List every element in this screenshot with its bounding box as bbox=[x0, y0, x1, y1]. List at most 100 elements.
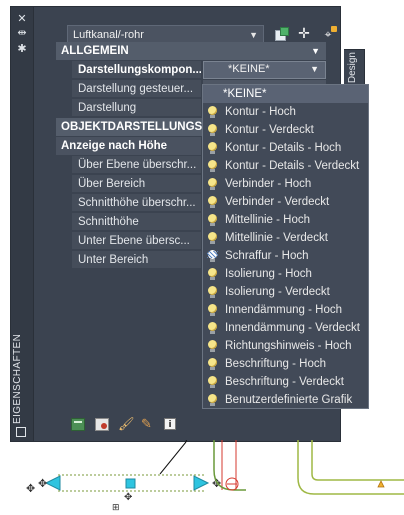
option-label: Richtungshinweis - Hoch bbox=[225, 340, 352, 352]
chevron-down-icon: ▼ bbox=[310, 64, 319, 74]
autohide-icon[interactable]: ⇹ bbox=[17, 26, 27, 39]
property-name: Unter Bereich bbox=[72, 251, 201, 269]
warning-icon[interactable] bbox=[377, 480, 385, 488]
lightbulb-icon bbox=[208, 160, 217, 172]
dropdown-option[interactable]: Beschriftung - Hoch bbox=[203, 355, 368, 373]
dropdown-option[interactable]: Schraffur - Hoch bbox=[203, 247, 368, 265]
dropdown-option[interactable]: Verbinder - Verdeckt bbox=[203, 193, 368, 211]
lightbulb-icon bbox=[208, 286, 217, 298]
lightbulb-icon bbox=[208, 214, 217, 226]
duct-bend[interactable] bbox=[297, 440, 404, 495]
add-to-selection-button[interactable] bbox=[273, 26, 289, 42]
hatch-icon bbox=[207, 250, 218, 262]
lightbulb-icon bbox=[208, 196, 217, 208]
lightbulb-icon bbox=[208, 394, 217, 406]
dropdown-option[interactable]: Kontur - Verdeckt bbox=[203, 121, 368, 139]
lightbulb-icon bbox=[208, 340, 217, 352]
property-name: Über Ebene überschr... bbox=[72, 156, 201, 174]
option-label: Mittellinie - Hoch bbox=[225, 214, 310, 226]
lightbulb-icon bbox=[208, 232, 217, 244]
lightbulb-icon bbox=[208, 178, 217, 190]
property-name: Darstellung gesteuer... bbox=[72, 80, 201, 98]
display-component-select[interactable]: *KEINE* ▼ bbox=[203, 61, 326, 79]
close-icon[interactable]: ✕ bbox=[17, 12, 27, 25]
dropdown-option[interactable]: Mittellinie - Verdeckt bbox=[203, 229, 368, 247]
display-properties-icon[interactable] bbox=[95, 418, 109, 431]
grip-add-icon: ✥ bbox=[26, 482, 35, 495]
lightbulb-icon bbox=[208, 106, 217, 118]
lightbulb-icon bbox=[208, 376, 217, 388]
property-name: Darstellungskompon... bbox=[72, 61, 201, 79]
option-label: Kontur - Verdeckt bbox=[225, 124, 314, 136]
option-label: *KEINE* bbox=[223, 88, 267, 100]
option-label: Isolierung - Verdeckt bbox=[225, 286, 330, 298]
display-component-value: *KEINE* bbox=[228, 63, 270, 75]
lightbulb-icon bbox=[208, 322, 217, 334]
option-label: Benutzerdefinierte Grafik bbox=[225, 394, 353, 406]
option-label: Verbinder - Hoch bbox=[225, 178, 312, 190]
grip-add-icon: ✥ bbox=[212, 477, 221, 490]
dropdown-option[interactable]: Benutzerdefinierte Grafik bbox=[203, 391, 368, 409]
dropdown-option[interactable]: Verbinder - Hoch bbox=[203, 175, 368, 193]
palette-title: EIGENSCHAFTEN bbox=[12, 333, 23, 425]
palette-menu-icon[interactable] bbox=[16, 427, 26, 437]
quick-select-icon: ⌖ bbox=[324, 27, 332, 41]
option-label: Mittellinie - Verdeckt bbox=[225, 232, 328, 244]
subcategory-display-by-height[interactable]: Anzeige nach Höhe bbox=[56, 137, 201, 156]
brush-pick-icon[interactable]: ✎ bbox=[141, 417, 152, 432]
option-label: Verbinder - Verdeckt bbox=[225, 196, 330, 208]
lightbulb-icon bbox=[208, 268, 217, 280]
grip-add-icon: ✥ bbox=[124, 492, 132, 503]
dropdown-option[interactable]: Kontur - Hoch bbox=[203, 103, 368, 121]
dropdown-option[interactable]: Richtungshinweis - Hoch bbox=[203, 337, 368, 355]
drawing-canvas[interactable]: ✥ ✥ ✥ ✥ ⊞ bbox=[0, 440, 404, 515]
option-label: Schraffur - Hoch bbox=[225, 250, 309, 262]
lightbulb-icon bbox=[208, 304, 217, 316]
category-general[interactable]: ALLGEMEIN ▼ bbox=[56, 42, 326, 61]
quick-select-button[interactable]: ⌖ bbox=[320, 26, 337, 42]
property-name: Unter Ebene übersc... bbox=[72, 232, 201, 250]
property-name: Schnitthöhe bbox=[72, 213, 201, 231]
extended-data-icon[interactable] bbox=[71, 418, 85, 431]
grip-add-icon: ⊞ bbox=[112, 503, 120, 513]
dropdown-option[interactable]: Kontur - Details - Verdeckt bbox=[203, 157, 368, 175]
dropdown-option[interactable]: Isolierung - Verdeckt bbox=[203, 283, 368, 301]
grip-add-icon: ✥ bbox=[38, 477, 47, 490]
collapse-icon[interactable]: ▼ bbox=[311, 46, 320, 56]
plus-icon bbox=[280, 27, 289, 36]
dropdown-option[interactable]: Innendämmung - Verdeckt bbox=[203, 319, 368, 337]
option-label: Kontur - Details - Verdeckt bbox=[225, 160, 360, 172]
dropdown-option[interactable]: Innendämmung - Hoch bbox=[203, 301, 368, 319]
category-object-display-label: OBJEKTDARSTELLUNGSE bbox=[61, 121, 210, 133]
property-row[interactable]: Darstellungskompon... *KEINE* ▼ bbox=[56, 61, 326, 80]
option-label: Kontur - Hoch bbox=[225, 106, 296, 118]
lightbulb-icon bbox=[208, 142, 217, 154]
callout-leader-line bbox=[185, 440, 187, 443]
grip-center bbox=[125, 478, 136, 489]
settings-icon[interactable]: ✱ bbox=[17, 42, 27, 55]
info-icon[interactable]: i bbox=[164, 418, 176, 430]
option-label: Kontur - Details - Hoch bbox=[225, 142, 342, 154]
palette-title-strip[interactable]: ✕ ⇹ ✱ EIGENSCHAFTEN bbox=[11, 7, 34, 441]
select-objects-button[interactable]: ✛ bbox=[296, 26, 312, 42]
grip-end bbox=[193, 475, 210, 491]
dropdown-option[interactable]: Mittellinie - Hoch bbox=[203, 211, 368, 229]
option-label: Beschriftung - Verdeckt bbox=[225, 376, 344, 388]
property-name: Darstellung bbox=[72, 99, 201, 117]
property-name: Über Bereich bbox=[72, 175, 201, 193]
crosshair-icon: ✛ bbox=[298, 26, 310, 42]
property-name: Schnitthöhe überschr... bbox=[72, 194, 201, 212]
duct-segment-selected[interactable]: ✥ ✥ ✥ ✥ ⊞ bbox=[26, 474, 221, 513]
tab-design-label: Design bbox=[347, 52, 358, 84]
dropdown-option[interactable]: Kontur - Details - Hoch bbox=[203, 139, 368, 157]
duct-fitting[interactable] bbox=[213, 440, 246, 491]
display-component-dropdown-list[interactable]: *KEINE* Kontur - Hoch Kontur - Verdeckt … bbox=[202, 84, 369, 409]
callout-leader-line bbox=[159, 441, 187, 475]
dropdown-option[interactable]: Isolierung - Hoch bbox=[203, 265, 368, 283]
grip-start bbox=[44, 475, 61, 491]
dropdown-option[interactable]: Beschriftung - Verdeckt bbox=[203, 373, 368, 391]
chevron-down-icon: ▼ bbox=[249, 30, 258, 40]
dropdown-option-none[interactable]: *KEINE* bbox=[203, 85, 368, 103]
brush-icon[interactable]: 🖌 bbox=[118, 417, 135, 432]
option-label: Innendämmung - Verdeckt bbox=[225, 322, 360, 334]
